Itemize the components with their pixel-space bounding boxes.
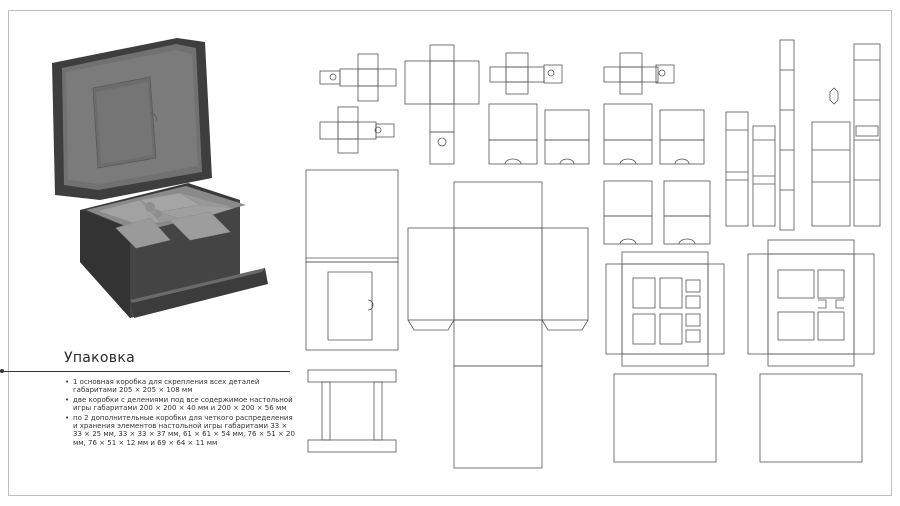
net-cross-tall: [404, 44, 480, 165]
strip-nets: [725, 39, 881, 231]
page-frame: [8, 10, 892, 496]
tray-nets-row1: [488, 103, 705, 165]
tray-nets-row2: [603, 180, 711, 245]
spec-item: 1 основная коробка для скрепления всех д…: [65, 378, 295, 395]
section-title: Упаковка: [64, 350, 135, 366]
net-small-2: [319, 106, 395, 154]
net-small-1: [319, 53, 397, 102]
box-net-cross: [407, 181, 589, 469]
spec-list: 1 основная коробка для скрепления всех д…: [64, 378, 295, 448]
spec-item: по 2 дополнительные коробки для четкого …: [65, 414, 295, 448]
net-small-4: [603, 52, 675, 95]
net-small-3: [489, 52, 563, 95]
insert-net-2: [747, 239, 875, 463]
spec-item: две коробки с делениями под все содержим…: [65, 396, 295, 413]
title-rule: [0, 371, 290, 372]
box-render: [52, 38, 268, 318]
lid-net: [305, 169, 399, 453]
insert-net-1: [605, 251, 725, 463]
